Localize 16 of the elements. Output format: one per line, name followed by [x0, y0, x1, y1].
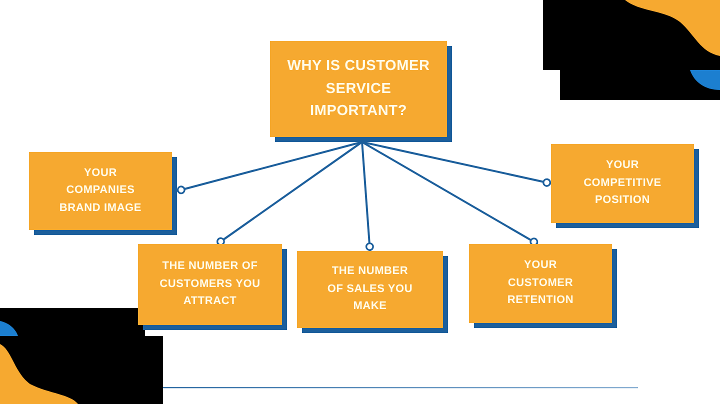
- connector-line: [216, 141, 363, 246]
- heading-text: WHY IS CUSTOMER SERVICE IMPORTANT?: [286, 57, 431, 122]
- box-text: YOUR COMPANIES BRAND IMAGE: [58, 166, 143, 216]
- factor-box: [138, 244, 287, 330]
- topic-box: [270, 41, 452, 142]
- box-text: YOUR COMPETITIVE POSITION: [582, 158, 662, 208]
- box-text: YOUR CUSTOMER RETENTION: [506, 258, 575, 308]
- box-text: THE NUMBER OF SALES YOU MAKE: [326, 264, 414, 314]
- connector-line: [361, 142, 374, 252]
- connector-line: [362, 141, 538, 246]
- factor-box: [297, 251, 448, 333]
- factor-box: [469, 244, 617, 328]
- connector-line: [176, 141, 362, 194]
- factor-box: [29, 152, 177, 235]
- box-text: THE NUMBER OF CUSTOMERS YOU ATTRACT: [159, 259, 261, 310]
- factor-box: [551, 144, 699, 228]
